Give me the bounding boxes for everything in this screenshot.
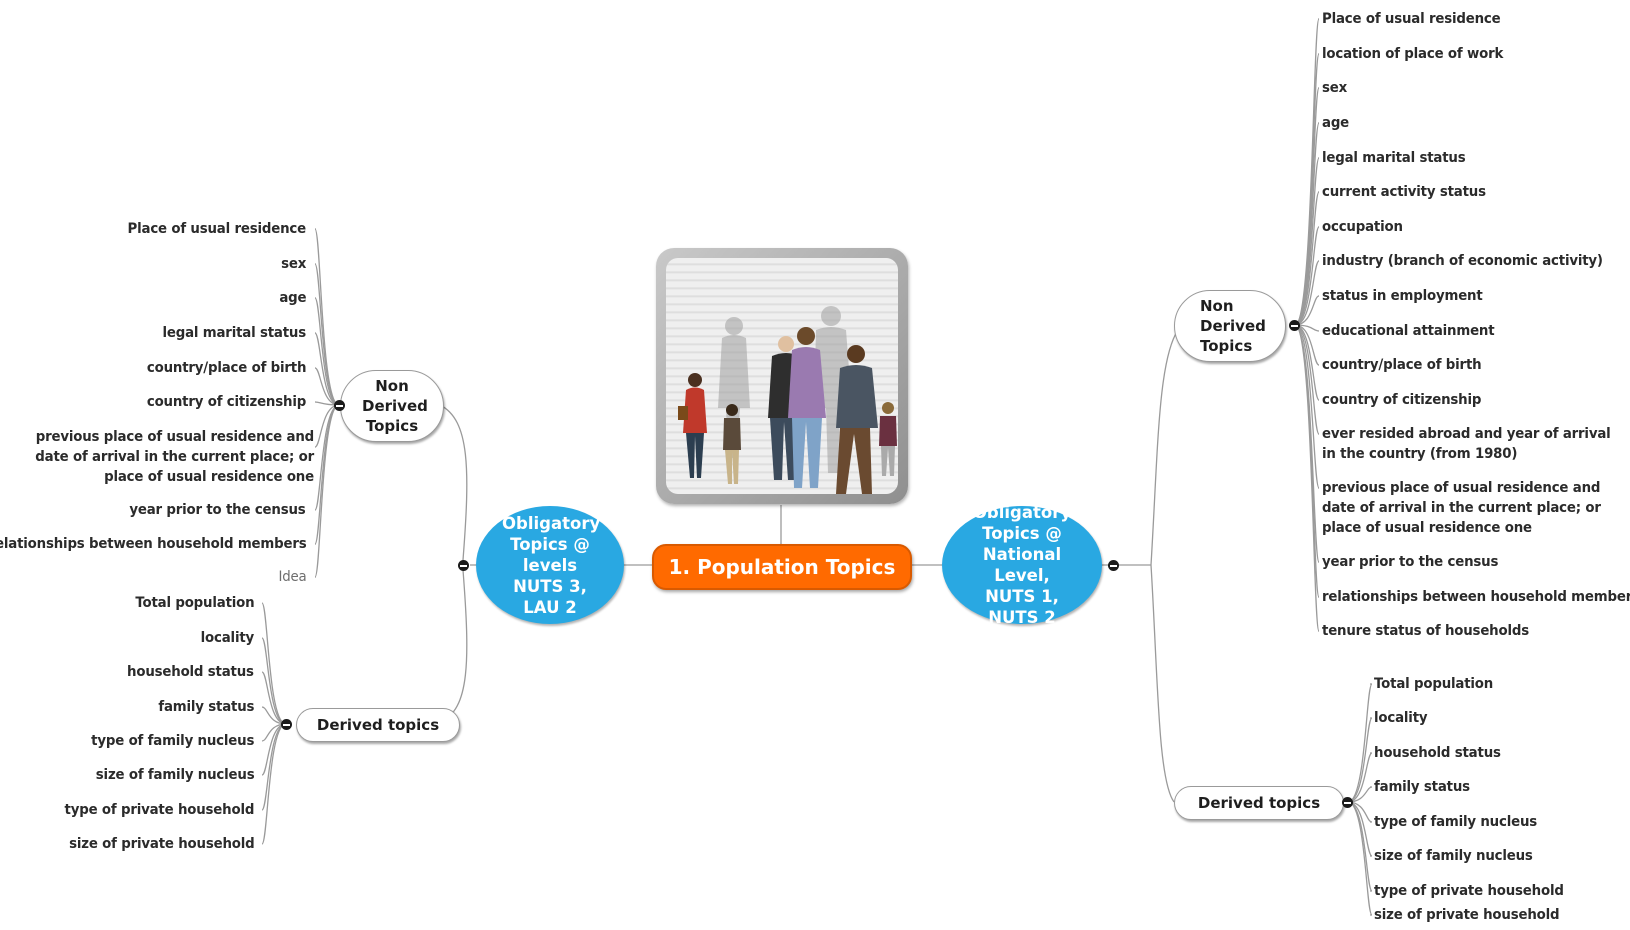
connector-line — [1294, 191, 1320, 326]
list-item[interactable]: type of private household — [64, 802, 254, 818]
list-item[interactable]: legal marital status — [162, 325, 307, 341]
branch-left-label: Obligatory Topics @ levels NUTS 3, LAU 2 — [502, 513, 601, 617]
connector-line — [261, 637, 287, 725]
list-item[interactable]: age — [1322, 115, 1350, 131]
family-group-image — [666, 258, 898, 494]
connector-line — [1294, 324, 1320, 435]
list-item[interactable]: Place of usual residence — [127, 221, 307, 237]
list-item[interactable]: household status — [127, 664, 254, 680]
connector-line — [1347, 717, 1373, 803]
list-item[interactable]: current activity status — [1322, 184, 1486, 200]
right-derived-label: Derived topics — [1197, 794, 1321, 812]
list-item[interactable]: Place of usual residence — [1322, 11, 1501, 27]
list-item[interactable]: size of private household — [68, 836, 255, 852]
connector-line — [1347, 801, 1373, 916]
list-item[interactable]: household status — [1374, 745, 1501, 761]
list-item[interactable]: occupation — [1322, 219, 1403, 235]
list-item[interactable]: size of family nucleus — [95, 767, 254, 783]
collapse-minus-icon[interactable] — [1342, 797, 1353, 808]
list-item[interactable]: locality — [200, 630, 255, 646]
list-item[interactable]: country/place of birth — [146, 360, 307, 376]
list-item[interactable]: country of citizenship — [1322, 392, 1482, 408]
list-item[interactable]: relationships between household members — [1322, 589, 1630, 605]
list-item[interactable]: relationships between household members — [0, 536, 306, 552]
connector-line — [314, 404, 340, 578]
list-item[interactable]: locality — [1374, 710, 1428, 726]
list-item[interactable]: location of place of work — [1322, 46, 1504, 62]
list-item[interactable]: status in employment — [1322, 288, 1483, 304]
branch-left-topic[interactable]: Obligatory Topics @ levels NUTS 3, LAU 2 — [476, 506, 624, 624]
list-item[interactable]: educational attainment — [1322, 323, 1495, 339]
list-item[interactable]: Total population — [134, 595, 254, 611]
connector-line — [1294, 260, 1320, 326]
right-non-derived-label: Non Derived Topics — [1200, 297, 1266, 355]
central-image-frame — [656, 248, 908, 504]
connector-line — [314, 297, 340, 406]
connector-line — [1294, 122, 1320, 326]
list-item[interactable]: country/place of birth — [1322, 357, 1482, 373]
branch-right-label: Obligatory Topics @ National Level, NUTS… — [972, 503, 1072, 627]
right-derived-topic[interactable]: Derived topics — [1174, 786, 1344, 820]
list-item[interactable]: year prior to the census — [1322, 554, 1499, 570]
list-item[interactable]: Idea — [277, 569, 306, 585]
connector-line — [1294, 324, 1320, 489]
list-item[interactable]: previous place of usual residence and da… — [35, 429, 315, 485]
list-item[interactable]: legal marital status — [1322, 150, 1466, 166]
connector-line — [314, 332, 340, 406]
connector-line — [1294, 87, 1320, 326]
collapse-minus-icon[interactable] — [281, 719, 292, 730]
left-derived-topic[interactable]: Derived topics — [296, 708, 460, 742]
list-item[interactable]: ever resided abroad and year of arrival … — [1322, 426, 1611, 462]
list-item[interactable]: size of private household — [1374, 907, 1560, 923]
list-item[interactable]: sex — [1322, 80, 1348, 96]
list-item[interactable]: country of citizenship — [146, 394, 306, 410]
list-item[interactable]: family status — [1374, 779, 1470, 795]
list-item[interactable]: sex — [280, 256, 306, 272]
connector-line — [261, 602, 287, 725]
connector-line — [261, 723, 287, 845]
connector-line — [1347, 801, 1373, 857]
list-item[interactable]: Total population — [1374, 676, 1494, 692]
list-item[interactable]: family status — [158, 699, 254, 715]
connector-line — [314, 404, 340, 511]
collapse-minus-icon[interactable] — [1289, 320, 1300, 331]
connector-line — [314, 404, 340, 448]
central-topic[interactable]: 1. Population Topics — [652, 544, 912, 590]
list-item[interactable]: size of family nucleus — [1374, 848, 1533, 864]
connector-line — [1294, 157, 1320, 326]
left-derived-label: Derived topics — [316, 716, 440, 734]
connector-line — [1294, 324, 1320, 632]
list-item[interactable]: age — [278, 290, 306, 306]
list-item[interactable]: tenure status of households — [1322, 623, 1529, 639]
connector-line — [314, 263, 340, 406]
collapse-minus-icon[interactable] — [1108, 560, 1119, 571]
list-item[interactable]: industry (branch of economic activity) — [1322, 253, 1603, 269]
collapse-minus-icon[interactable] — [458, 560, 469, 571]
left-non-derived-label: Non Derived Topics — [362, 377, 428, 435]
left-non-derived-topic[interactable]: Non Derived Topics — [340, 370, 444, 442]
list-item[interactable]: year prior to the census — [129, 502, 306, 518]
branch-right-topic[interactable]: Obligatory Topics @ National Level, NUTS… — [942, 503, 1102, 627]
collapse-minus-icon[interactable] — [334, 400, 345, 411]
central-topic-label: 1. Population Topics — [668, 555, 896, 579]
list-item[interactable]: type of family nucleus — [90, 733, 254, 749]
list-item[interactable]: type of family nucleus — [1374, 814, 1538, 830]
list-item[interactable]: previous place of usual residence and da… — [1322, 480, 1601, 536]
connector-line — [1294, 226, 1320, 326]
connector-line — [314, 228, 340, 406]
list-item[interactable]: type of private household — [1374, 883, 1564, 899]
connector-line — [1347, 752, 1373, 803]
right-non-derived-topic[interactable]: Non Derived Topics — [1174, 290, 1286, 362]
connector-line — [1347, 683, 1373, 803]
